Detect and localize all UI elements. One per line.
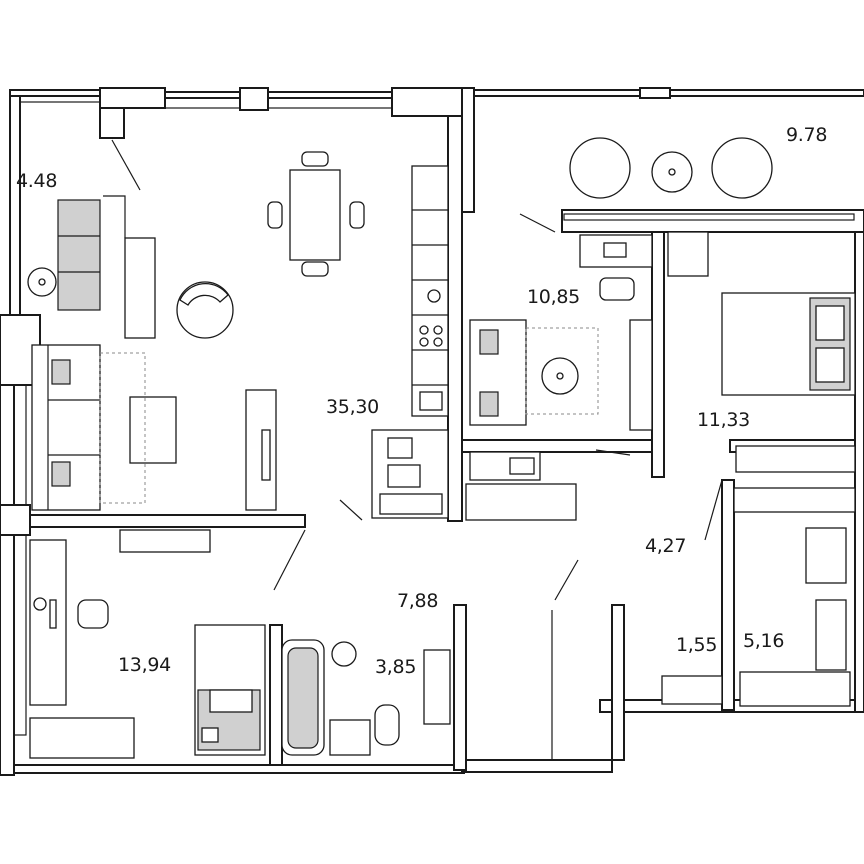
area-label-bedroom-small: 10,85 [527, 286, 580, 308]
hall-furniture [273, 449, 851, 760]
bedroom-small-furniture [465, 234, 653, 521]
area-label-loggia-left: 4.48 [16, 170, 58, 192]
loggia-right-furniture [519, 137, 773, 233]
study-furniture [29, 529, 266, 759]
kitchen-living-furniture [31, 151, 449, 519]
exterior-walls [0, 87, 864, 776]
area-label-study: 13,94 [118, 654, 171, 676]
area-label-wardrobe: 1,55 [676, 634, 718, 656]
windows [13, 95, 855, 736]
area-label-bathroom-right: 5,16 [743, 630, 785, 652]
area-label-bedroom-master: 11,33 [697, 409, 750, 431]
bathroom-center-furniture [281, 639, 451, 756]
bedroom-master-furniture [667, 231, 856, 513]
loggia-left-furniture [27, 139, 141, 311]
area-label-hall-center: 7,88 [397, 590, 439, 612]
area-label-hall-right: 4,27 [645, 535, 687, 557]
area-label-bathroom-center: 3,85 [375, 656, 417, 678]
area-label-kitchen-living: 35,30 [326, 396, 379, 418]
area-label-loggia-right: 9.78 [786, 124, 828, 146]
